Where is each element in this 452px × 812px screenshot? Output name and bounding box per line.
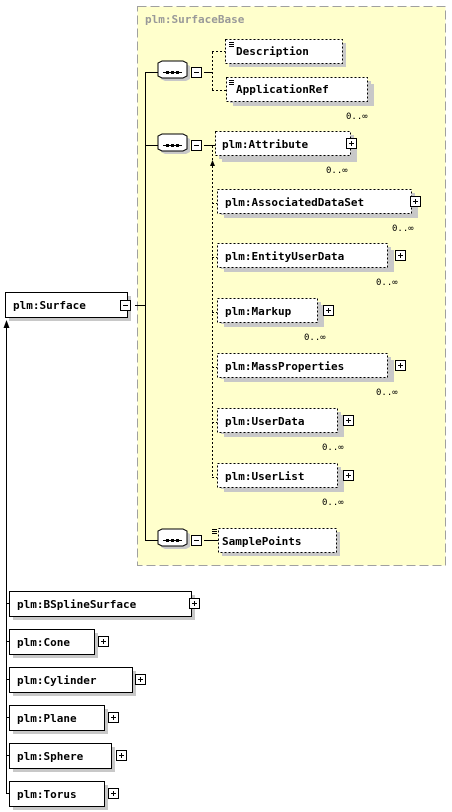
element-description-label: Description xyxy=(236,45,309,58)
derived-type-label: plm:Sphere xyxy=(17,750,84,763)
surface-base-group-title: plm:SurfaceBase xyxy=(145,13,245,26)
derived-type-plane[interactable]: plm:Plane xyxy=(9,705,119,735)
element-application-ref-label: ApplicationRef xyxy=(236,83,329,96)
derived-type-label: plm:Cylinder xyxy=(17,674,97,687)
element-plm-attribute-label: plm:Attribute xyxy=(222,138,308,151)
element-plm-attribute[interactable]: plm:Attribute 0..∞ xyxy=(215,131,358,177)
element-plm-associated-data-set-label: plm:AssociatedDataSet xyxy=(225,196,364,209)
derived-type-cone[interactable]: plm:Cone xyxy=(9,629,109,659)
element-plm-surface-label: plm:Surface xyxy=(13,299,86,312)
element-plm-surface[interactable]: plm:Surface xyxy=(5,292,132,322)
occurrence-label: 0..∞ xyxy=(322,498,344,508)
element-sample-points[interactable]: SamplePoints xyxy=(212,528,340,557)
derived-type-sphere[interactable]: plm:Sphere xyxy=(9,743,127,773)
derived-type-label: plm:Cone xyxy=(17,636,70,649)
derived-type-label: plm:Torus xyxy=(17,788,77,801)
sequence-compositor-icon xyxy=(157,60,188,79)
derived-type-torus[interactable]: plm:Torus xyxy=(9,781,119,811)
occurrence-label: 0..∞ xyxy=(322,443,344,453)
occurrence-label: 0..∞ xyxy=(376,388,398,398)
element-plm-markup-label: plm:Markup xyxy=(225,305,292,318)
element-sample-points-label: SamplePoints xyxy=(222,535,301,548)
occurrence-label: 0..∞ xyxy=(392,224,414,234)
element-plm-user-data[interactable]: plm:UserData 0..∞ xyxy=(217,408,354,454)
documentation-icon xyxy=(212,529,217,534)
element-plm-user-data-label: plm:UserData xyxy=(225,415,304,428)
occurrence-label: 0..∞ xyxy=(346,112,368,122)
element-description[interactable]: Description xyxy=(225,39,347,68)
element-plm-user-list[interactable]: plm:UserList 0..∞ xyxy=(217,463,354,509)
element-plm-user-list-label: plm:UserList xyxy=(225,470,304,483)
documentation-icon xyxy=(229,42,234,47)
derived-type-bspline-surface[interactable]: plm:BSplineSurface xyxy=(9,591,200,621)
sequence-compositor-1[interactable] xyxy=(157,60,202,81)
sequence-compositor-icon xyxy=(157,528,188,547)
element-plm-mass-properties[interactable]: plm:MassProperties 0..∞ xyxy=(217,353,406,399)
sequence-compositor-3[interactable] xyxy=(157,528,202,549)
occurrence-label: 0..∞ xyxy=(376,278,398,288)
sequence-compositor-icon xyxy=(157,133,188,152)
derived-type-cylinder[interactable]: plm:Cylinder xyxy=(9,667,146,697)
sequence-compositor-2[interactable] xyxy=(157,133,202,154)
element-plm-associated-data-set[interactable]: plm:AssociatedDataSet 0..∞ xyxy=(217,189,421,235)
element-plm-markup[interactable]: plm:Markup 0..∞ xyxy=(217,298,334,344)
element-plm-entity-user-data[interactable]: plm:EntityUserData 0..∞ xyxy=(217,243,406,289)
occurrence-label: 0..∞ xyxy=(304,333,326,343)
element-plm-entity-user-data-label: plm:EntityUserData xyxy=(225,250,344,263)
element-application-ref[interactable]: ApplicationRef 0..∞ xyxy=(226,77,375,123)
occurrence-label: 0..∞ xyxy=(326,166,348,176)
derived-type-label: plm:Plane xyxy=(17,712,77,725)
documentation-icon xyxy=(229,80,234,85)
element-plm-mass-properties-label: plm:MassProperties xyxy=(225,360,344,373)
derived-type-label: plm:BSplineSurface xyxy=(17,598,137,611)
